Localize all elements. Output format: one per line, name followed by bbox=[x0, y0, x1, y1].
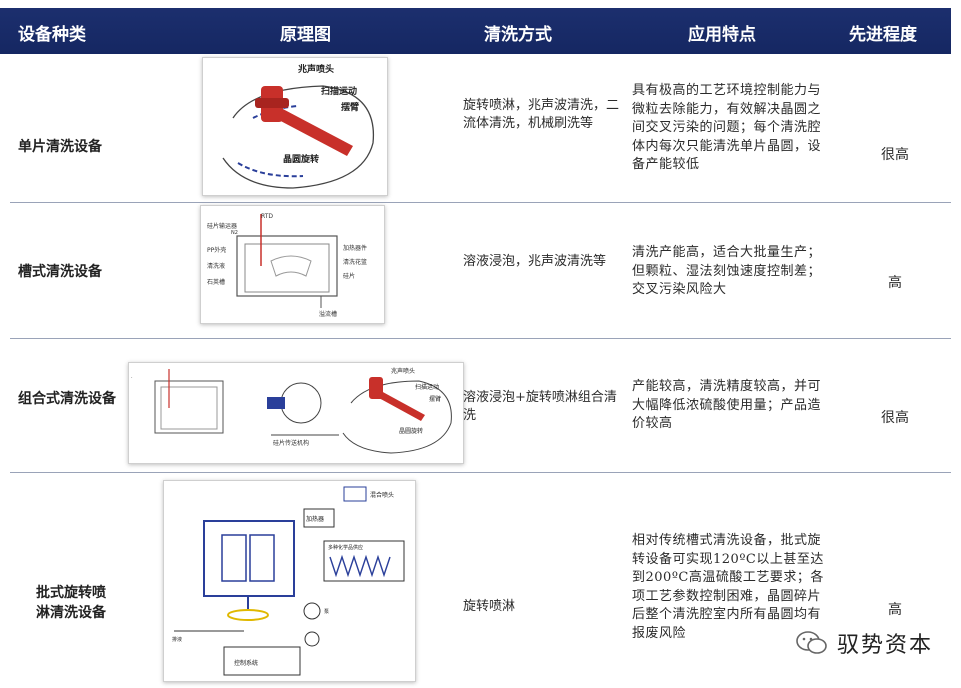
header-type: 设备种类 bbox=[18, 25, 86, 45]
row-feature: 具有极高的工艺环境控制能力与微粒去除能力，有效解决晶圆之间交叉污染的问题；每个清… bbox=[632, 83, 822, 172]
row-method: 旋转喷淋 bbox=[463, 599, 516, 614]
batch-spray-diagram: 加热器 混合喷头 多种化学品供应 排液 泵 控制系统 bbox=[163, 480, 416, 682]
label-top: 混合喷头 bbox=[370, 491, 394, 499]
row-feature: 产能较高，清洗精度较高，并可大幅降低浓硫酸使用量；产品造价较高 bbox=[632, 379, 822, 431]
label-arm: 摆臂 bbox=[429, 395, 441, 403]
header-feature: 应用特点 bbox=[688, 25, 756, 45]
row-divider bbox=[10, 472, 951, 473]
label-l1: 硅片输运器 bbox=[207, 222, 237, 230]
label-rotate: 晶圆旋转 bbox=[399, 427, 423, 435]
label-arm: 摆臂 bbox=[341, 101, 359, 113]
combined-diagram: · 硅片传送机构 兆声喷头 扫描运动 摆臂 晶圆旋转 bbox=[128, 362, 464, 464]
row-level: 很高 bbox=[881, 410, 909, 426]
label-n2: N2 bbox=[231, 230, 238, 236]
row-level: 高 bbox=[888, 602, 902, 618]
row-type: 批式旋转喷淋清洗设备 bbox=[36, 585, 106, 621]
header-method: 清洗方式 bbox=[484, 25, 552, 45]
tank-diagram: 硅片输运器 RTD N2 PP外壳 清洗液 石英槽 加热器件 清洗花篮 硅片 溢… bbox=[200, 205, 385, 324]
label-r3: 硅片 bbox=[343, 272, 355, 280]
row-level: 高 bbox=[888, 275, 902, 291]
label-nozzle: 兆声喷头 bbox=[391, 367, 415, 375]
label-rotate: 晶圆旋转 bbox=[283, 153, 319, 165]
watermark-text: 驭势资本 bbox=[837, 633, 934, 658]
label-heater: 加热器 bbox=[306, 515, 324, 523]
label-scan: 扫描运动 bbox=[321, 85, 357, 97]
label-tanks: 多种化学品供应 bbox=[328, 544, 363, 551]
wechat-icon bbox=[796, 631, 827, 654]
row-feature: 相对传统槽式清洗设备，批式旋转设备可实现120ºC以上甚至达到200ºC高温硫酸… bbox=[632, 533, 824, 641]
label-drain: 排液 bbox=[172, 636, 182, 643]
label-l2: PP外壳 bbox=[207, 246, 226, 254]
label-scan: 扫描运动 bbox=[415, 383, 439, 391]
row-type: 槽式清洗设备 bbox=[18, 264, 102, 280]
svg-text:·: · bbox=[131, 375, 133, 381]
header-diagram: 原理图 bbox=[280, 25, 331, 45]
label-l3: 清洗液 bbox=[207, 262, 225, 270]
label-r1: 加热器件 bbox=[343, 244, 367, 252]
row-method: 溶液浸泡，兆声波清洗等 bbox=[463, 254, 607, 269]
label-rtd: RTD bbox=[261, 213, 273, 220]
label-nozzle: 兆声喷头 bbox=[298, 63, 334, 75]
row-feature: 清洗产能高，适合大批量生产；但颗粒、湿法刻蚀速度控制差；交叉污染风险大 bbox=[632, 245, 822, 297]
row-type: 单片清洗设备 bbox=[18, 139, 102, 155]
label-bottom: 溢流槽 bbox=[319, 310, 337, 318]
row-method: 溶液浸泡+旋转喷淋组合清洗 bbox=[463, 390, 617, 423]
header-level: 先进程度 bbox=[849, 25, 917, 45]
label-r2: 清洗花篮 bbox=[343, 258, 367, 266]
row-type: 组合式清洗设备 bbox=[18, 391, 116, 407]
row-divider bbox=[10, 202, 951, 203]
mid-caption: 硅片传送机构 bbox=[273, 439, 309, 447]
label-l4: 石英槽 bbox=[207, 278, 225, 286]
row-method: 旋转喷淋，兆声波清洗，二流体清洗，机械刷洗等 bbox=[463, 98, 620, 131]
row-level: 很高 bbox=[881, 147, 909, 163]
row-divider bbox=[10, 338, 951, 339]
label-pump: 泵 bbox=[324, 609, 329, 615]
table-header: 设备种类 原理图 清洗方式 应用特点 先进程度 bbox=[0, 8, 951, 54]
single-wafer-diagram: 兆声喷头 扫描运动 摆臂 晶圆旋转 bbox=[202, 57, 388, 196]
label-control: 控制系统 bbox=[234, 659, 258, 667]
watermark: 驭势资本 bbox=[795, 623, 933, 663]
